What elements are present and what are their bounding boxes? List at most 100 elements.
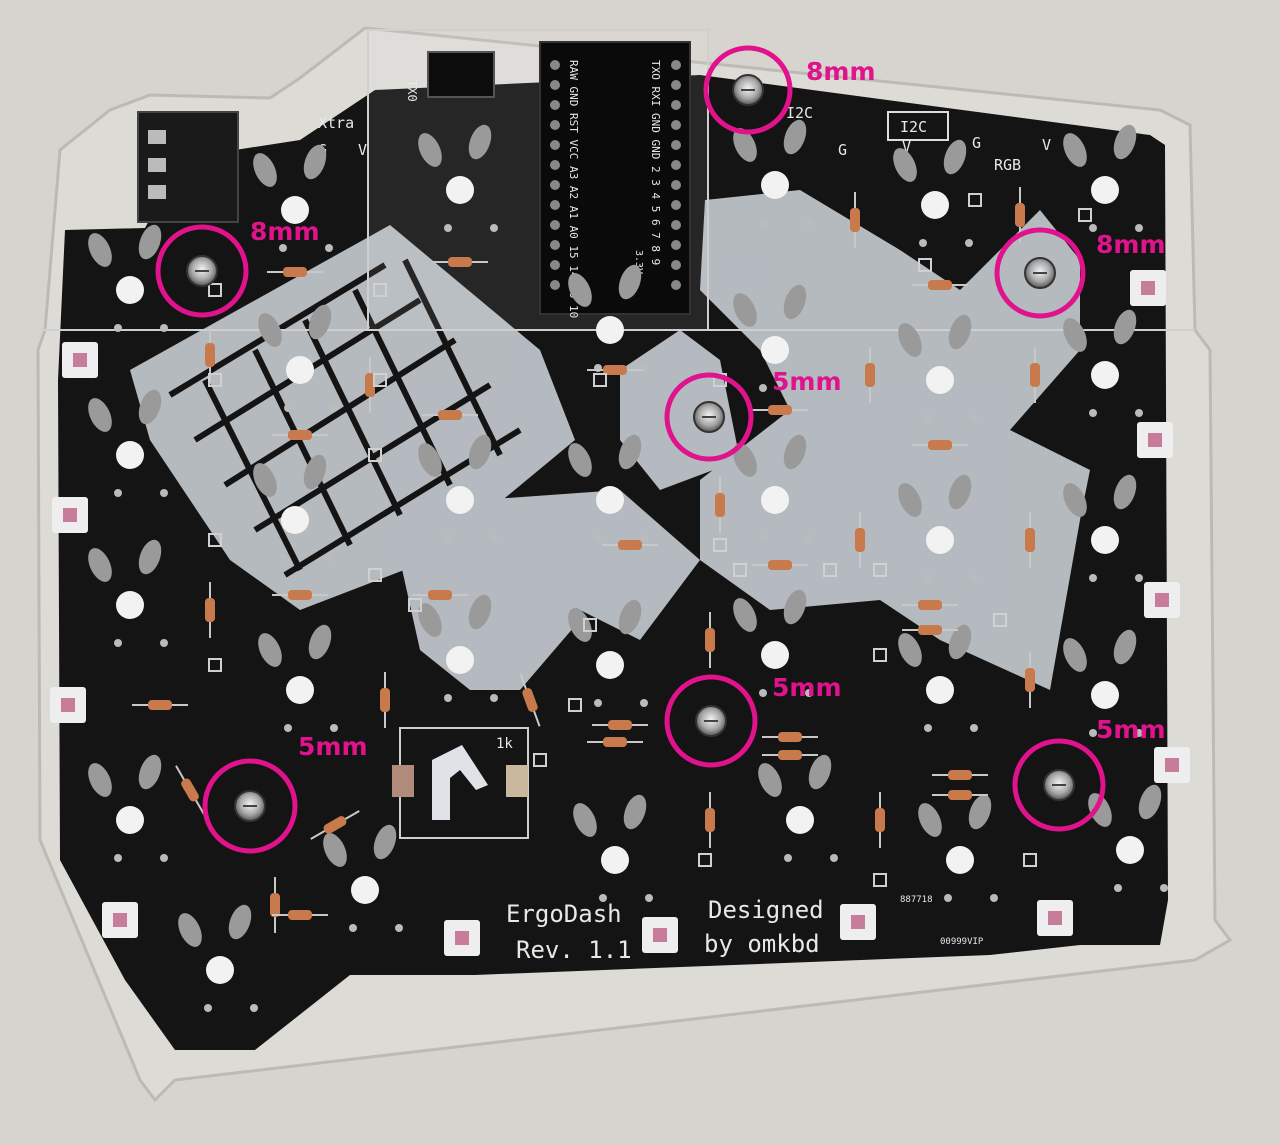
switch-hole <box>1091 681 1119 709</box>
solder-pad <box>1113 124 1137 160</box>
solder-pad <box>253 153 277 187</box>
square-pad <box>368 448 382 462</box>
diode <box>1025 668 1035 692</box>
via <box>114 324 122 332</box>
via <box>279 244 287 252</box>
square-pad <box>208 658 222 672</box>
via <box>1135 409 1143 417</box>
switch-hole <box>281 506 309 534</box>
square-pad <box>1023 853 1037 867</box>
solder-pad <box>898 483 922 517</box>
solder-pad <box>1113 629 1137 665</box>
via <box>444 224 452 232</box>
via <box>444 534 452 542</box>
solder-pad <box>898 323 922 357</box>
diode <box>928 280 952 290</box>
label-1k: 1k <box>496 736 513 752</box>
solder-pad <box>1138 784 1162 820</box>
diode <box>928 440 952 450</box>
via <box>594 699 602 707</box>
diode <box>875 808 885 832</box>
via <box>640 534 648 542</box>
via <box>759 534 767 542</box>
diode <box>323 816 347 834</box>
switch-hole <box>446 176 474 204</box>
square-pad <box>993 613 1007 627</box>
i2c-box <box>887 111 949 141</box>
via <box>830 854 838 862</box>
solder-pad <box>228 904 252 940</box>
solder-pad <box>1063 133 1087 167</box>
label-i2c: I2C <box>786 104 813 122</box>
switch-hole <box>1091 176 1119 204</box>
via <box>640 699 648 707</box>
annotation-label: 5mm <box>1096 715 1166 744</box>
via <box>1089 224 1097 232</box>
via <box>924 574 932 582</box>
label-g2: G <box>972 134 981 152</box>
square-pad <box>408 598 422 612</box>
trrs-connector <box>137 111 239 223</box>
switch-hole <box>446 646 474 674</box>
diode <box>778 732 802 742</box>
diode <box>948 790 972 800</box>
solder-pad <box>138 389 162 425</box>
via <box>1135 574 1143 582</box>
diode <box>148 700 172 710</box>
switch-hole <box>601 846 629 874</box>
via <box>805 384 813 392</box>
square-pad <box>368 568 382 582</box>
solder-pad <box>568 273 592 307</box>
via <box>1089 729 1097 737</box>
rgb-led-core <box>1165 758 1179 772</box>
credit-line-2: by omkbd <box>704 930 820 958</box>
switch-hole <box>116 276 144 304</box>
rgb-led-core <box>1048 911 1062 925</box>
solder-pad <box>323 833 347 867</box>
via <box>250 1004 258 1012</box>
solder-pad <box>948 624 972 660</box>
via <box>490 224 498 232</box>
diode <box>448 257 472 267</box>
solder-pad <box>138 754 162 790</box>
diode <box>715 493 725 517</box>
via <box>805 689 813 697</box>
square-pad <box>698 853 712 867</box>
solder-pad <box>783 434 807 470</box>
via <box>325 244 333 252</box>
solder-pad <box>303 454 327 490</box>
switch-hole <box>286 676 314 704</box>
board-revision: Rev. 1.1 <box>516 936 632 964</box>
solder-pad <box>418 603 442 637</box>
label-g-left: G <box>838 141 847 159</box>
diode <box>618 540 642 550</box>
solder-pad <box>88 398 112 432</box>
switch-hole <box>286 356 314 384</box>
pro-micro: RAW GND RST VCC A3 A2 A1 A0 15 14 16 10 … <box>539 41 691 318</box>
diode <box>608 720 632 730</box>
diode <box>855 528 865 552</box>
annotation-label: 5mm <box>772 367 842 396</box>
solder-pad <box>1113 309 1137 345</box>
diode <box>522 688 538 712</box>
diode <box>205 598 215 622</box>
switch-hole <box>206 956 234 984</box>
annotation-label: 8mm <box>806 57 876 86</box>
annotation-circle <box>1012 738 1106 832</box>
label-txo: TX0 <box>405 80 419 102</box>
solder-pad <box>1063 638 1087 672</box>
square-pad <box>208 373 222 387</box>
solder-pad <box>733 128 757 162</box>
square-pad <box>1078 208 1092 222</box>
via <box>395 924 403 932</box>
solder-pad <box>758 763 782 797</box>
board-name: ErgoDash <box>506 900 622 928</box>
switch-hole <box>1091 526 1119 554</box>
screws <box>186 74 1075 822</box>
solder-pad <box>468 434 492 470</box>
via <box>279 554 287 562</box>
solder-pad <box>303 144 327 180</box>
via <box>325 554 333 562</box>
diode <box>918 600 942 610</box>
